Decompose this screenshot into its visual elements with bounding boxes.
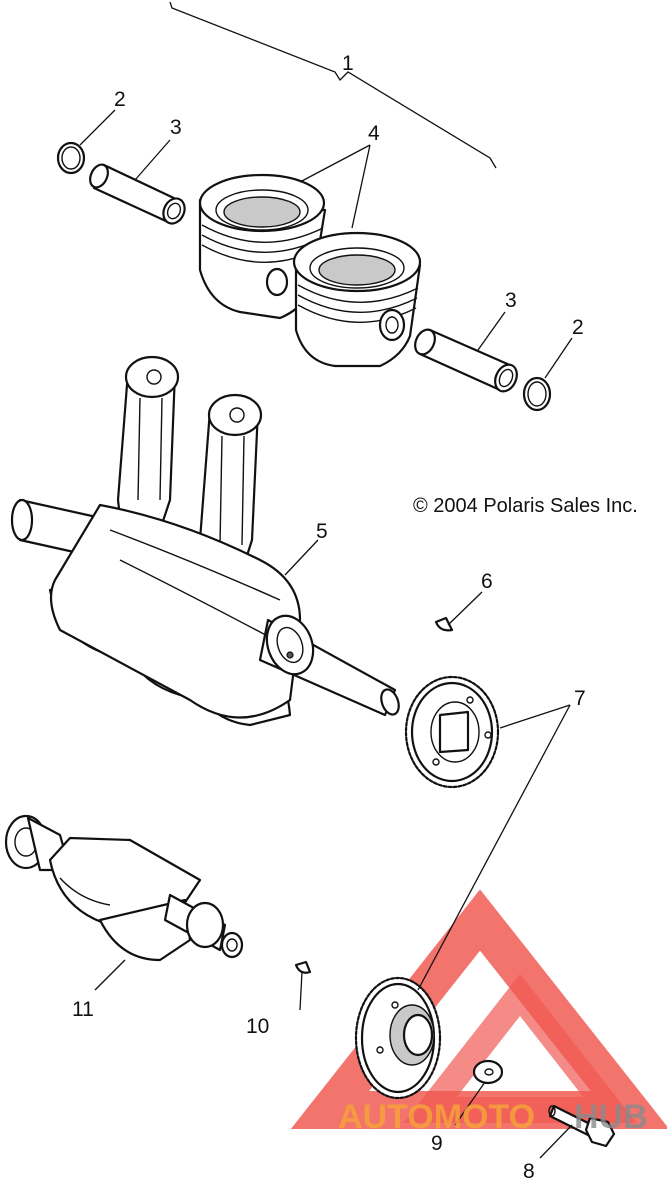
assembly-bracket [169,1,497,169]
callout-9: 9 [431,1132,443,1155]
woodruff-key [434,616,454,632]
callout-4: 4 [368,122,380,145]
watermark-text-left: AUTOMOTO [338,1098,535,1136]
watermark-triangle-small [403,973,637,1123]
callout-1: 1 [342,52,354,75]
callout-2-upper: 2 [114,88,126,111]
washer [472,1059,504,1085]
balance-shaft [4,814,244,962]
flange-bolt [548,1104,616,1148]
callout-2-lower: 2 [572,316,584,339]
copyright-text: © 2004 Polaris Sales Inc. [413,495,638,517]
callout-3-lower: 3 [505,289,517,312]
leader-lines [79,109,573,1159]
callout-3-upper: 3 [170,116,182,139]
callout-5: 5 [316,520,328,543]
snap-ring-right [522,376,552,412]
callout-10: 10 [246,1015,269,1038]
callout-11: 11 [72,998,94,1021]
piston-right [292,231,422,368]
watermark-text: AUTOMOTO HUB [338,1098,648,1136]
crankshaft-assembly [10,355,400,727]
piston-pin-right [414,328,518,393]
piston-pin-left [89,163,186,225]
callout-7: 7 [574,687,586,710]
drive-gear [404,675,500,789]
callout-8: 8 [523,1160,535,1181]
snap-ring-left [56,141,86,175]
balance-key [294,960,312,974]
piston-left [198,173,327,320]
driven-gear [354,976,442,1100]
callout-6: 6 [481,570,493,593]
watermark-text-right: HUB [574,1098,648,1136]
